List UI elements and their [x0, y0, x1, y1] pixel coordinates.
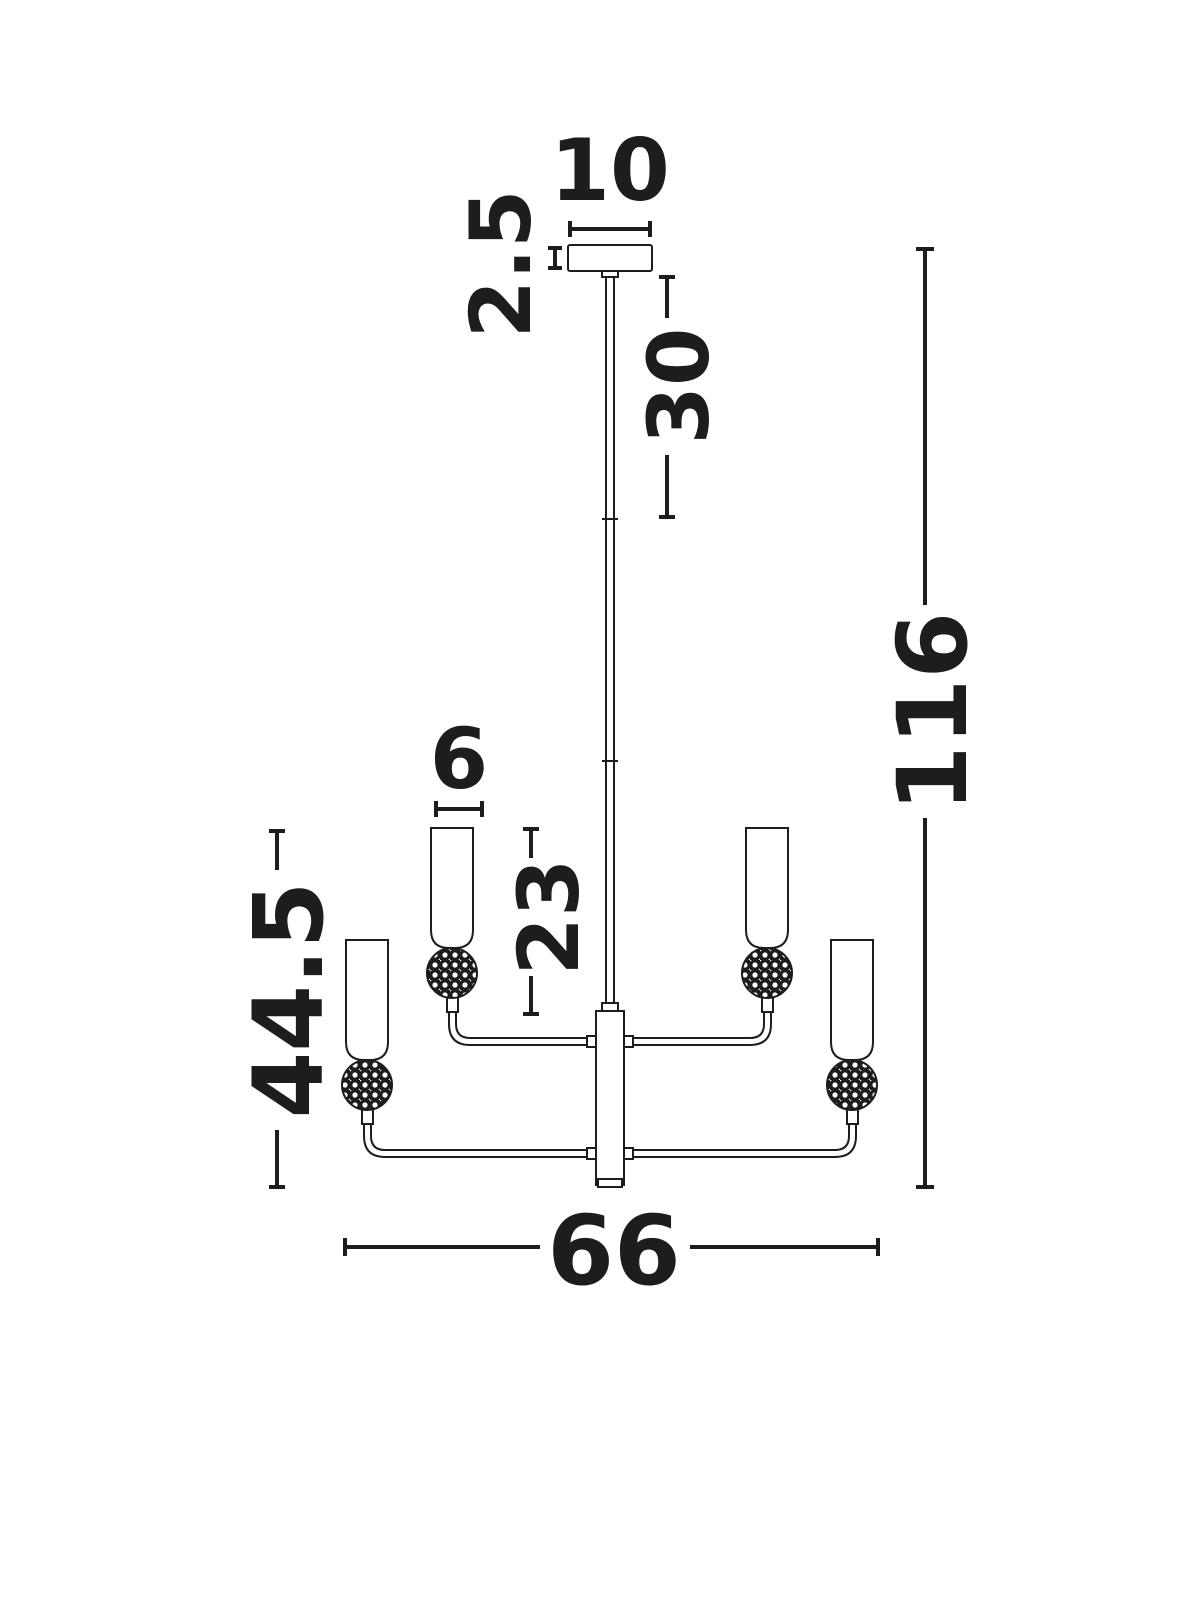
central-body — [595, 1010, 625, 1186]
shade-height-label: 23 — [500, 859, 598, 976]
dimension-labels: 10 2.5 30 116 6 23 44.5 66 — [233, 121, 989, 1307]
connector-upper-left — [586, 1035, 597, 1048]
body-bottom-cap — [597, 1178, 623, 1188]
total-height-label: 116 — [877, 612, 989, 812]
lower-left-crystal-ball — [341, 1059, 393, 1111]
upper-left-crystal-ball — [426, 947, 478, 999]
connector-upper-right — [623, 1035, 634, 1048]
upper-left-arm-top — [455, 1010, 587, 1039]
upper-right-crystal-ball — [741, 947, 793, 999]
lower-left-glass-shade — [345, 939, 389, 1061]
upper-left-arm-bottom — [448, 1010, 587, 1046]
lower-left-arm-bottom — [363, 1122, 587, 1158]
lower-right-glass-shade — [830, 939, 874, 1061]
rod-length-label: 30 — [630, 328, 728, 445]
ceiling-canopy — [567, 244, 653, 272]
rod-cap-top — [601, 270, 619, 278]
upper-right-arm-top — [633, 1010, 765, 1039]
canopy-width-label: 10 — [550, 121, 670, 221]
total-width-label: 66 — [547, 1195, 681, 1307]
dimension-lines — [269, 221, 934, 1256]
shade-width-label: 6 — [430, 710, 488, 808]
upper-right-arm-bottom — [633, 1010, 772, 1046]
upper-left-glass-shade — [430, 827, 474, 949]
connector-lower-left — [586, 1147, 597, 1160]
lower-right-arm-top — [633, 1122, 850, 1151]
connector-lower-right — [623, 1147, 634, 1160]
lower-right-arm-bottom — [633, 1122, 857, 1158]
canopy-height-label: 2.5 — [452, 190, 550, 339]
lower-right-crystal-ball — [826, 1059, 878, 1111]
upper-right-glass-shade — [745, 827, 789, 949]
body-height-label: 44.5 — [233, 882, 345, 1119]
rod-cap-bottom — [601, 1002, 619, 1012]
lower-left-arm-top — [370, 1122, 587, 1151]
lamp-outline — [341, 244, 878, 1188]
